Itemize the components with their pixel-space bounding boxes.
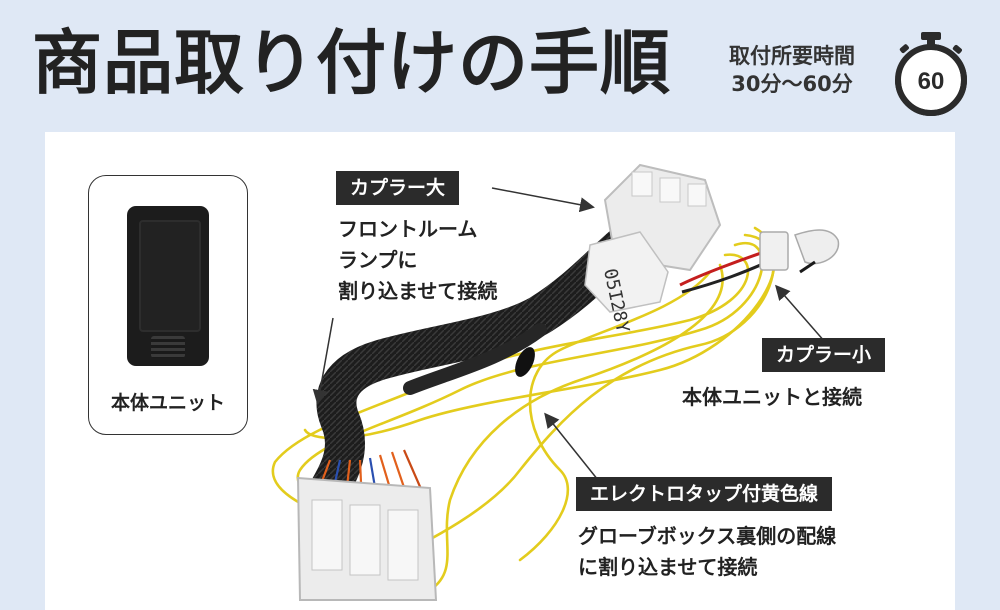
upper-coupler-connector: 05I28Y <box>584 163 722 335</box>
install-time-label: 取付所要時間 <box>729 44 855 68</box>
install-time-note: 取付所要時間 30分〜60分 <box>712 42 872 98</box>
install-time-value: 30分〜60分 <box>731 72 853 96</box>
large-coupler-note: フロントルーム ランプに 割り込ませて接続 <box>338 214 497 307</box>
unit-label: 本体ユニット <box>110 392 225 414</box>
large-coupler-tag: カプラー大 <box>336 171 460 205</box>
unit-device-image <box>127 206 209 366</box>
tap-wire-note-line: に割り込ませて接続 <box>578 555 758 579</box>
small-coupler-note-line: 本体ユニットと接続 <box>682 385 862 409</box>
page-title: 商品取り付けの手順 <box>32 22 671 104</box>
small-coupler-tag: カプラー小 <box>762 338 886 372</box>
large-coupler-connector <box>296 476 438 601</box>
tap-wire-note: グローブボックス裏側の配線 に割り込ませて接続 <box>578 521 836 583</box>
unit-card: 本体ユニット <box>88 175 248 435</box>
stopwatch-icon: 60 <box>895 32 967 116</box>
large-coupler-note-line: 割り込ませて接続 <box>338 279 498 303</box>
tap-wire-tag: エレクトロタップ付黄色線 <box>576 477 833 511</box>
large-coupler-note-line: ランプに <box>338 248 418 272</box>
small-coupler-note: 本体ユニットと接続 <box>682 382 862 413</box>
small-coupler-connector <box>679 229 840 294</box>
stopwatch-minutes: 60 <box>918 68 945 95</box>
large-coupler-note-line: フロントルーム <box>338 217 478 241</box>
tap-wire-note-line: グローブボックス裏側の配線 <box>578 524 837 548</box>
